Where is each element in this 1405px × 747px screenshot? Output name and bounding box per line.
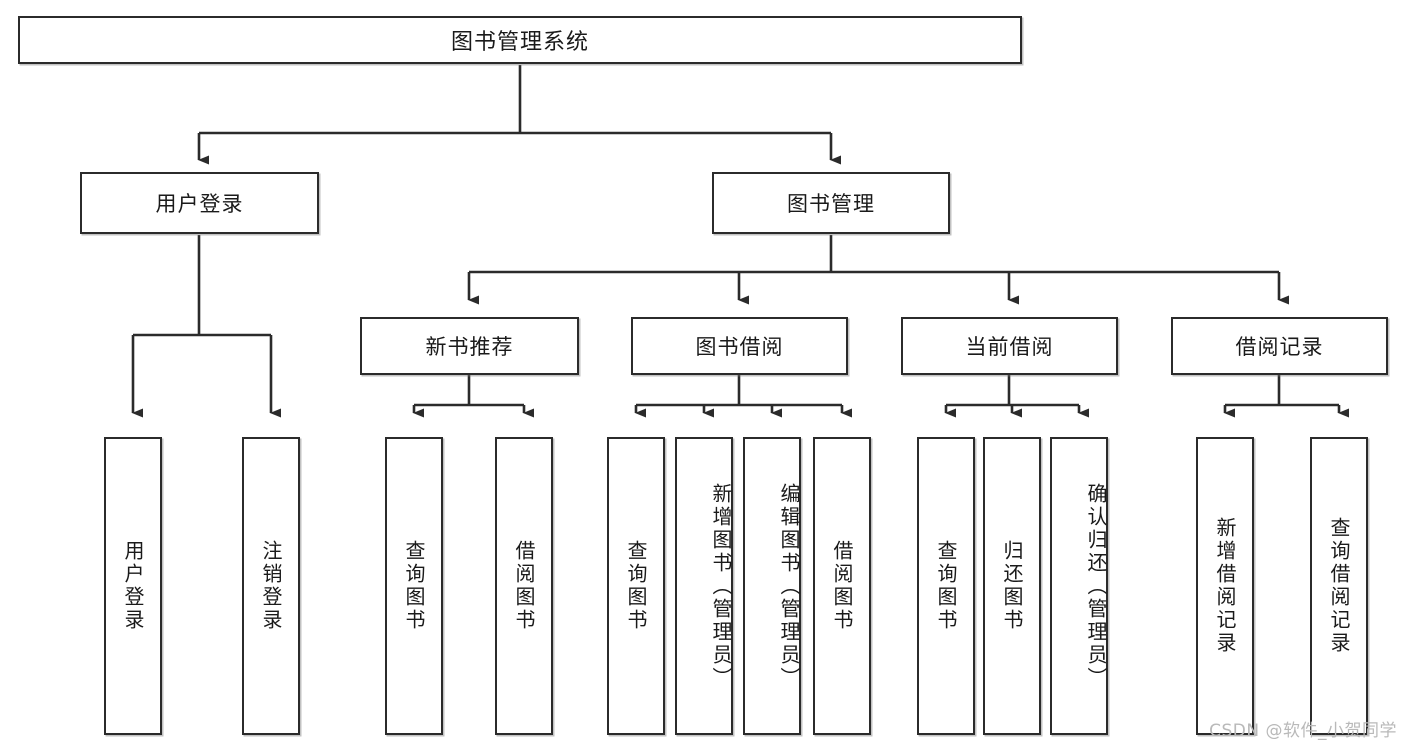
- leaf-query-borrow-record[interactable]: 查询借阅记录: [1310, 437, 1368, 735]
- leaf-add-borrow-record[interactable]: 新增借阅记录: [1196, 437, 1254, 735]
- leaf-query-book-recommend[interactable]: 查询图书: [385, 437, 443, 735]
- node-user-login[interactable]: 用户登录: [80, 172, 319, 234]
- leaf-edit-book-admin[interactable]: 编辑图书（管理员）: [743, 437, 801, 735]
- leaf-query-book-borrow[interactable]: 查询图书: [607, 437, 665, 735]
- node-borrow-record[interactable]: 借阅记录: [1171, 317, 1388, 375]
- watermark-text: CSDN @软件_小贺同学: [1209, 721, 1397, 741]
- node-new-book-recommend[interactable]: 新书推荐: [360, 317, 579, 375]
- node-current-borrow[interactable]: 当前借阅: [901, 317, 1118, 375]
- leaf-add-book-admin[interactable]: 新增图书（管理员）: [675, 437, 733, 735]
- leaf-borrow-book-borrow[interactable]: 借阅图书: [813, 437, 871, 735]
- leaf-user-login[interactable]: 用户登录: [104, 437, 162, 735]
- node-book-manage[interactable]: 图书管理: [712, 172, 950, 234]
- leaf-query-book-current[interactable]: 查询图书: [917, 437, 975, 735]
- node-root-system[interactable]: 图书管理系统: [18, 16, 1022, 64]
- leaf-confirm-return-admin[interactable]: 确认归还（管理员）: [1050, 437, 1108, 735]
- leaf-return-book[interactable]: 归还图书: [983, 437, 1041, 735]
- node-book-borrow[interactable]: 图书借阅: [631, 317, 848, 375]
- leaf-logout-login[interactable]: 注销登录: [242, 437, 300, 735]
- leaf-borrow-book-recommend[interactable]: 借阅图书: [495, 437, 553, 735]
